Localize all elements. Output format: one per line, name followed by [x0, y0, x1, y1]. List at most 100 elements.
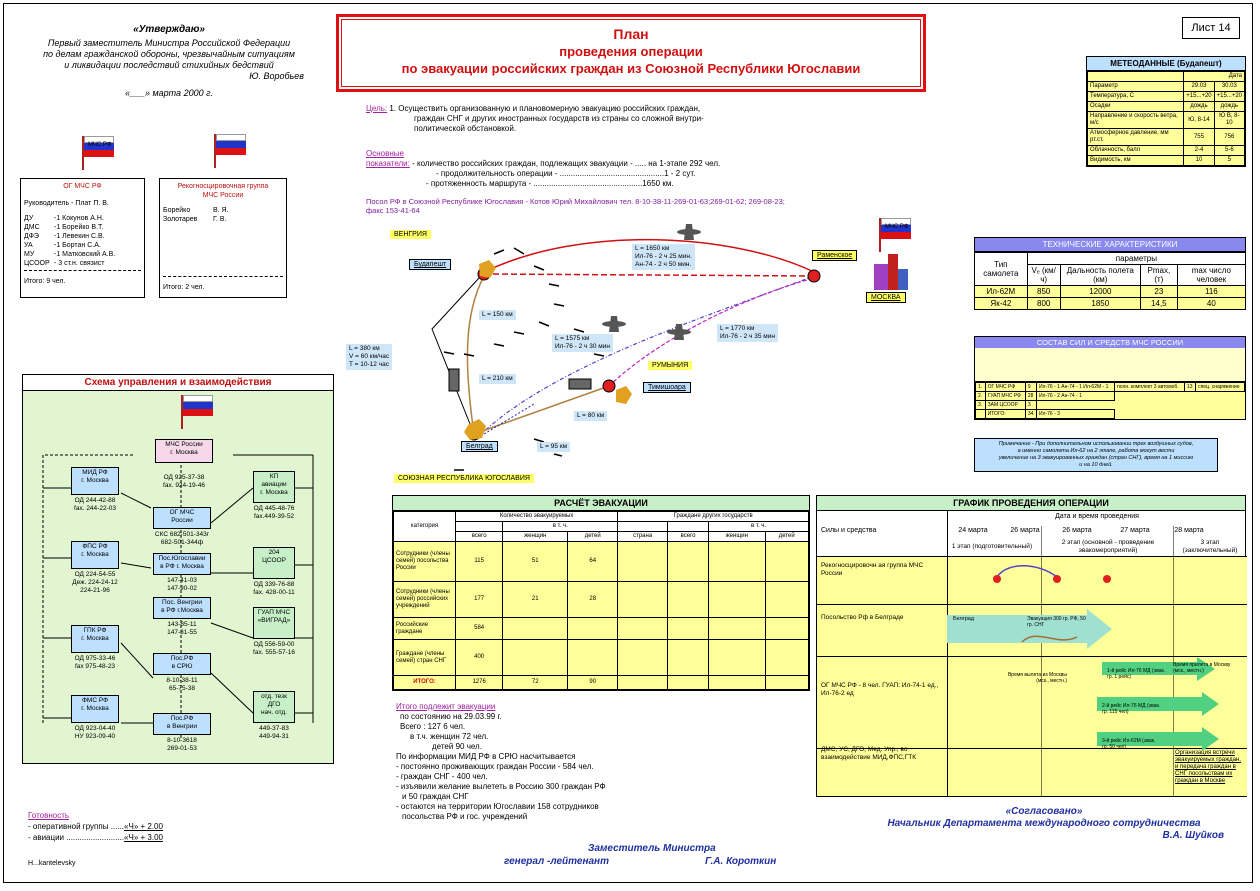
- schedule-row-label: ОГ МЧС РФ - 8 чел. ГУАП: Ил-74-1 ед., Ил…: [821, 682, 939, 697]
- text-label: fax. 428-00-11: [253, 589, 295, 596]
- author-label: Н...kantelevsky: [28, 860, 76, 867]
- cell: [214, 134, 216, 168]
- text-label: Заместитель Министра: [588, 843, 716, 854]
- text-label: - изъявили желание вылететь в Россию 300…: [396, 782, 606, 791]
- flag-icon: МЧС РФ: [82, 136, 122, 170]
- text-label: 400: [454, 639, 504, 676]
- group-title: ОГ МЧС РФ: [63, 183, 102, 190]
- text-label: 224-21-96: [80, 587, 110, 594]
- control-scheme: Схема управления и взаимодействия МЧС Ро…: [22, 374, 334, 764]
- text-label: 30.03: [1213, 81, 1246, 92]
- text-label: «Ч» + 2.00: [124, 822, 163, 831]
- text-label: ОД 556-59-00: [253, 641, 295, 648]
- label-yugoslavia: СОЮЗНАЯ РЕСПУБЛИКА ЮГОСЛАВИЯ: [394, 474, 534, 483]
- text-label: Российские граждане: [393, 617, 456, 640]
- label-vengria: ВЕНГРИЯ: [390, 230, 431, 239]
- cell: [617, 639, 669, 676]
- text-label: Ил-76 - 1 Ан-74 - 1 Ил-62М - 1: [1035, 382, 1116, 392]
- approve-line: и ликвидации последствий стихийных бедст…: [64, 60, 274, 70]
- text-label: Температура, С: [1086, 91, 1185, 102]
- cell: [216, 134, 246, 141]
- text-label: Ил-62М: [974, 285, 1028, 298]
- text-label: Ил-76 - 3: [1035, 409, 1116, 419]
- text-label: Г.А. Короткин: [705, 856, 777, 867]
- scheme-title: Схема управления и взаимодействия: [23, 375, 333, 391]
- schedule-row-divider: [817, 604, 1247, 605]
- flag-icon: [181, 395, 221, 429]
- text-label: 14,5: [1139, 297, 1178, 310]
- text-label: в т. ч.: [502, 521, 619, 532]
- text-label: fax. 555-57-16: [253, 649, 295, 656]
- cell: [667, 581, 710, 618]
- scheme-node: ГУАП МЧС«ВИГРАД»: [253, 607, 295, 639]
- cell: - оперативной группы ......«Ч» + 2.00: [28, 821, 163, 832]
- schedule-row-label: ДМС, УС, ДГО, Мед. Упр., во взаимодейств…: [821, 746, 917, 761]
- indicators-block: Основные показатели: - количество россий…: [366, 149, 720, 189]
- text-label: категория: [393, 511, 456, 542]
- text-label: и на 10 дней.: [1079, 462, 1113, 468]
- text-label: Vₑ (км/ч): [1026, 264, 1061, 286]
- text-label: женщин: [502, 531, 569, 542]
- text-label: ЗАМ ЦСООР: [984, 400, 1026, 410]
- label-timisoara: Тимишоара: [643, 382, 691, 393]
- text-label: 8-10-3618: [167, 737, 197, 744]
- schedule-row-divider: [817, 748, 1247, 749]
- indicator-item: - количество российских граждан, подлежа…: [412, 159, 721, 168]
- text-label: детей: [764, 531, 809, 542]
- cell: [879, 218, 881, 252]
- title-line1: План: [613, 26, 649, 42]
- forces-title: СОСТАВ СИЛ И СРЕДСТВ МЧС РОССИИ: [975, 337, 1245, 348]
- text-label: 1850: [1059, 297, 1141, 310]
- text-label: -1 Левекин С.В.: [54, 233, 105, 240]
- cell: [617, 541, 669, 582]
- approve-name: Ю. Воробьев: [249, 71, 304, 81]
- text-label: ФМС РФ: [81, 697, 109, 704]
- text-label: Тип самолета: [974, 252, 1028, 286]
- cell: [617, 675, 669, 690]
- text-label: - авиации ..........................: [28, 833, 125, 842]
- text-label: Ил-76 - 2 ч 35 мин: [720, 333, 775, 340]
- cell: [216, 141, 246, 148]
- cell: [947, 511, 948, 797]
- route-ramenskoe-budapest: [483, 273, 815, 277]
- schedule-title: ГРАФИК ПРОВЕДЕНИЯ ОПЕРАЦИИ: [817, 496, 1245, 511]
- cell: Vₑ (км/ч)Дальность полета (км)Pmax, (т)m…: [975, 264, 1247, 286]
- text-label: 13: [1183, 382, 1197, 392]
- route-map: МЧС РФ ВЕНГРИЯ Будапешт Раменское МОСКВА…: [334, 214, 934, 494]
- text-label: 9: [1024, 382, 1037, 392]
- text-label: ГПК РФ: [83, 627, 107, 634]
- indicators-label: Основные: [366, 149, 404, 158]
- sheet-number: Лист 14: [1182, 17, 1240, 39]
- cell: [817, 557, 1247, 797]
- explosion-icon: [616, 386, 632, 404]
- plane-icon: [602, 316, 626, 332]
- explosion-icon: [479, 260, 496, 278]
- text-label: Пос.Югославии: [158, 555, 206, 562]
- text-label: Деж. 224-24-12: [72, 579, 118, 586]
- text-label: L = 380 км: [349, 345, 380, 352]
- moscow-building-icon: [874, 254, 908, 290]
- text-label: Ю, 8-14: [1183, 111, 1215, 129]
- text-label: ОД 925-37-38: [163, 474, 205, 481]
- approve-heading: «Утверждаю»: [133, 24, 205, 35]
- text-label: МЧС России: [165, 441, 203, 448]
- text-label: г. Москва: [81, 635, 109, 642]
- text-label: ДУ: [24, 215, 34, 222]
- schedule-dep-label: Время вылета из Москвы (мск., местн.): [1007, 672, 1067, 684]
- indicator-item: - продолжительность операции - .........…: [436, 169, 696, 178]
- cell: [183, 395, 213, 402]
